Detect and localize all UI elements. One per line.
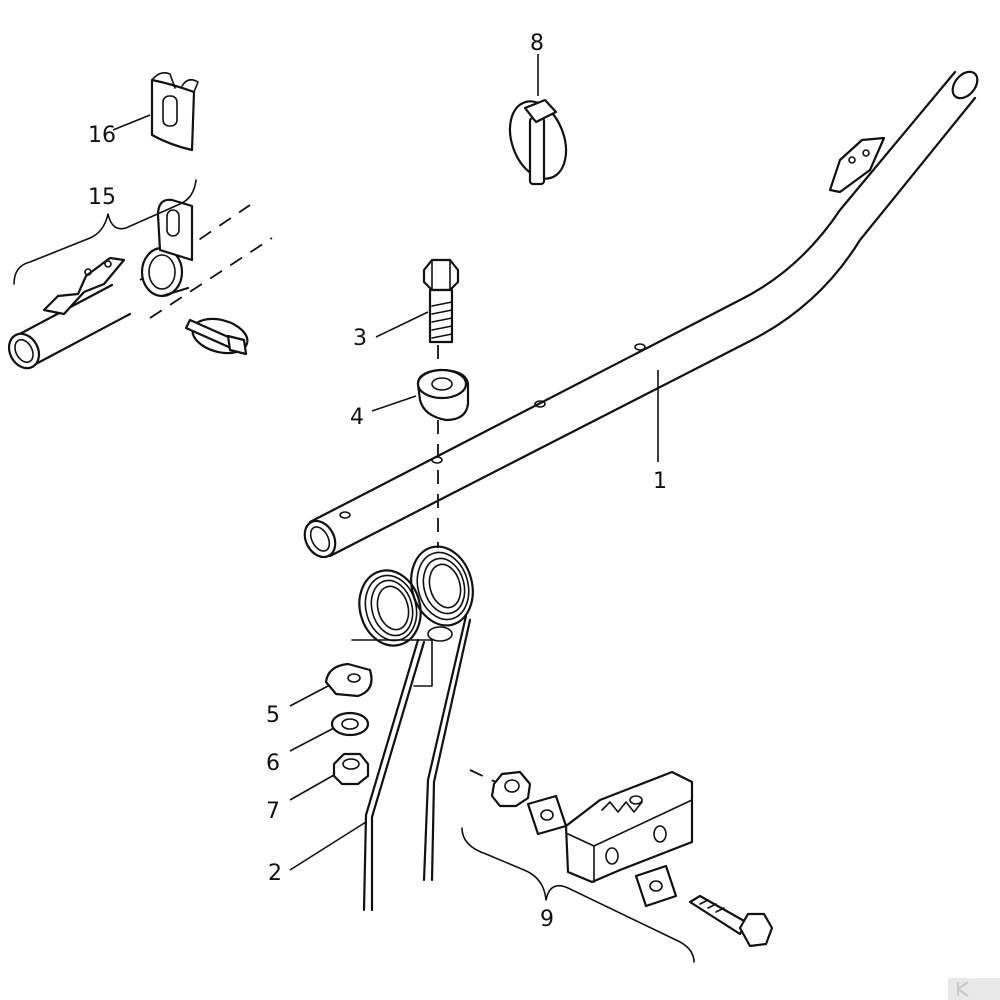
hex-bolt-icon (422, 258, 460, 344)
bearing-bracket-kit-icon (7, 179, 273, 370)
callout-6: 6 (266, 751, 280, 776)
washer-icon (330, 711, 370, 737)
callout-15: 15 (88, 185, 116, 210)
leader-line-7 (289, 774, 335, 801)
leader-line-2 (289, 821, 367, 871)
callout-7: 7 (266, 799, 280, 824)
leader-line-4 (371, 395, 417, 412)
k-logo-icon (948, 978, 1000, 1000)
leader-line-3 (375, 311, 429, 338)
linch-pin-icon (508, 98, 568, 186)
leader-line-5 (289, 685, 329, 707)
leader-line-16 (112, 114, 151, 131)
callout-16: 16 (88, 123, 116, 148)
tine-bar-tube-icon (303, 70, 979, 559)
leader-line-6 (289, 727, 335, 752)
callout-9: 9 (540, 907, 554, 932)
callout-8: 8 (530, 31, 544, 56)
double-coil-spring-tine-icon (351, 545, 474, 912)
tine-clamp-plate-icon (324, 662, 373, 698)
tine-holder-kit-icon (461, 769, 774, 963)
hex-nut-icon (332, 752, 370, 786)
callout-1: 1 (653, 469, 667, 494)
callout-2: 2 (268, 861, 282, 886)
flanged-bushing-icon (416, 368, 470, 422)
callout-4: 4 (350, 405, 364, 430)
callout-3: 3 (353, 326, 367, 351)
bearing-clip-icon (150, 72, 199, 152)
callout-5: 5 (266, 703, 280, 728)
